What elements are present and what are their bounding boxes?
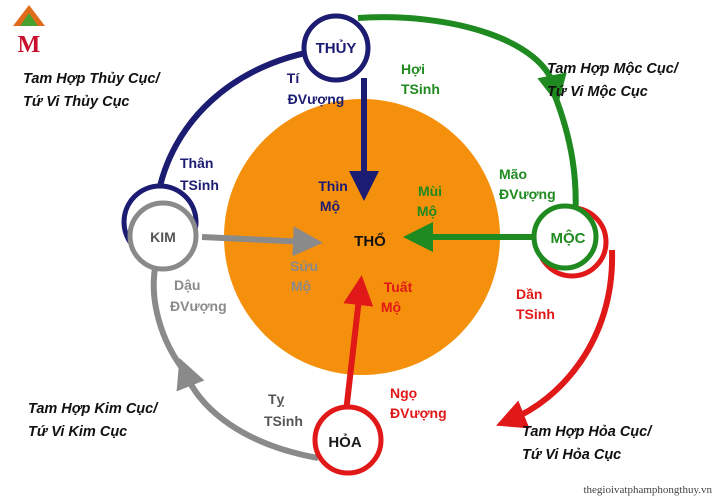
arc-dan-line1: Dần: [516, 286, 542, 302]
watermark: thegioivatphamphongthuy.vn: [583, 484, 712, 496]
arc-hoa-to-kim-2: [150, 267, 188, 374]
arc-label-than: Thân TSinh: [180, 155, 219, 193]
arc-mao-line1: Mão: [499, 166, 527, 182]
arc-moc-to-hoa: [496, 249, 616, 429]
inner-tuat-line1: Tuất: [384, 279, 413, 295]
caption-moc-line2: Tứ Vi Mộc Cục: [547, 84, 648, 100]
arc-thuy-to-moc-upper: [357, 14, 567, 105]
arc-kim-to-thuy: [155, 34, 350, 197]
caption-kim-line2: Tứ Vi Kim Cục: [28, 424, 127, 440]
arc-hoi-line1: Hợi: [401, 61, 425, 77]
center-label: THỔ: [354, 232, 386, 250]
caption-moc-line1: Tam Hợp Mộc Cục/: [547, 61, 680, 77]
arc-label-dau: Dậu ĐVượng: [170, 277, 227, 314]
arc-thuy-to-moc-lower: [552, 94, 579, 223]
inner-label-tuat: Tuất Mộ: [381, 279, 413, 315]
inner-mui-line2: Mộ: [417, 203, 437, 219]
caption-thuy: Tam Hợp Thủy Cục/ Tứ Vi Thủy Cục: [23, 71, 161, 110]
arrow-kim-to-tho: [201, 226, 323, 257]
inner-thin-line1: Thìn: [318, 178, 348, 194]
caption-hoa: Tam Hợp Hỏa Cục/ Tứ Vi Hỏa Cục: [522, 424, 653, 463]
arc-dau-line1: Dậu: [174, 277, 200, 293]
arc-dan-line2: TSinh: [516, 306, 555, 322]
node-kim: KIM: [121, 183, 199, 272]
arc-dau-line2: ĐVượng: [170, 298, 227, 314]
node-moc-label: MỘC: [551, 229, 586, 247]
node-thuy: THỦY: [301, 13, 371, 83]
logo: M: [13, 5, 45, 58]
arc-ngo-line2: ĐVượng: [390, 405, 447, 421]
arc-ngo-line1: Ngọ: [390, 385, 417, 401]
arc-label-hoi: Hợi TSinh: [401, 61, 440, 97]
inner-mui-line1: Mùi: [418, 183, 442, 199]
caption-hoa-line1: Tam Hợp Hỏa Cục/: [522, 424, 653, 440]
inner-suu-line2: Mộ: [291, 278, 311, 294]
node-kim-label: KIM: [150, 229, 176, 245]
arc-mao-line2: ĐVượng: [499, 186, 556, 202]
inner-suu-line1: Sửu: [290, 258, 318, 274]
arc-ti-line1: Tí: [287, 70, 301, 86]
arc-label-ti: Tí ĐVượng: [287, 70, 345, 107]
inner-label-mui: Mùi Mộ: [417, 183, 442, 219]
arc-ti-line2: ĐVượng: [288, 91, 345, 107]
inner-tuat-line2: Mộ: [381, 299, 401, 315]
arc-ty-line1: Tỵ: [268, 391, 285, 407]
arc-than-line2: TSinh: [180, 177, 219, 193]
inner-thin-line2: Mộ: [320, 198, 340, 214]
arrow-hoa-to-tho: [343, 275, 374, 413]
inner-label-thin: Thìn Mộ: [318, 178, 348, 214]
inner-label-suu: Sửu Mộ: [290, 258, 318, 294]
caption-hoa-line2: Tứ Vi Hỏa Cục: [522, 447, 621, 463]
node-hoa: HỎA: [312, 404, 384, 476]
arc-than-line1: Thân: [180, 155, 213, 171]
node-thuy-label: THỦY: [316, 39, 357, 57]
arc-label-mao: Mão ĐVượng: [499, 166, 556, 202]
caption-moc: Tam Hợp Mộc Cục/ Tứ Vi Mộc Cục: [547, 61, 680, 100]
node-moc: MỘC: [531, 203, 609, 279]
caption-kim: Tam Hợp Kim Cục/ Tứ Vi Kim Cục: [28, 401, 159, 440]
node-hoa-label: HỎA: [328, 433, 362, 451]
caption-thuy-line2: Tứ Vi Thủy Cục: [23, 94, 129, 110]
caption-kim-line1: Tam Hợp Kim Cục/: [28, 401, 159, 417]
logo-letter: M: [18, 32, 41, 58]
earth-circle: [224, 99, 500, 375]
arc-hoi-line2: TSinh: [401, 81, 440, 97]
caption-thuy-line1: Tam Hợp Thủy Cục/: [23, 71, 161, 87]
arc-label-ty: Tỵ TSinh: [264, 391, 303, 429]
arc-hoa-to-kim: [176, 358, 319, 461]
arc-label-dan: Dần TSinh: [516, 286, 555, 322]
arc-ty-line2: TSinh: [264, 413, 303, 429]
arc-label-ngo: Ngọ ĐVượng: [390, 385, 447, 421]
